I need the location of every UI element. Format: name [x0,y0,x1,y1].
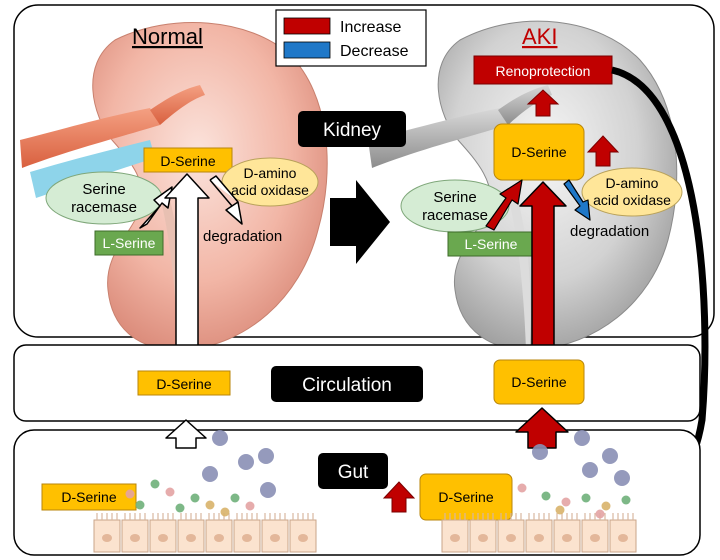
microbe-icon [581,493,591,503]
normal-gut-d-serine-label: D-Serine [61,489,116,505]
renoprotection-box [473,55,613,85]
gut-label: Gut [338,462,369,483]
legend-decrease-label: Decrease [340,43,409,60]
aki-d-serine-label: D-Serine [511,144,566,160]
aki-dserine-to-degradation-arrow [563,179,591,221]
aki-daao-line1: D-amino [606,175,659,191]
microbe-icon [165,487,175,497]
normal-d-serine-label: D-Serine [160,153,215,169]
normal-circulation-d-serine-box [137,370,231,396]
cell-nucleus [102,534,112,542]
cell-nucleus [270,534,280,542]
cell-nucleus [186,534,196,542]
cell-nucleus [618,534,628,542]
normal-serine-racemase-ellipse [45,171,163,225]
legend-decrease-swatch [283,41,331,59]
normal-daao-line1: D-amino [244,165,297,181]
microbe-icon [260,482,276,498]
microbe-icon [230,493,240,503]
microbe-icon [150,479,160,489]
microbe-icon [202,466,218,482]
aki-circulation-to-kidney-arrow [519,181,567,356]
gut-label-box [318,453,388,489]
aki-daao-ellipse [581,167,683,217]
kidney-label-box [298,111,406,147]
aki-d-serine-box [493,123,585,181]
cell-nucleus [298,534,308,542]
cell-nucleus [478,534,488,542]
aki-title: AKI [522,24,557,49]
cell-nucleus [214,534,224,542]
microbe-icon [220,507,230,517]
circulation-label-box [271,366,423,402]
microbe-icon [238,454,254,470]
microbe-icon [517,483,527,493]
aki-degradation-label: degradation [570,223,649,240]
microbe-icon [125,489,135,499]
microbe-icon [574,430,590,446]
aki-daao-line2: acid oxidase [593,192,671,208]
gut-epithelium-illustration [93,430,637,553]
aki-racemase-to-dserine-arrow [485,179,523,231]
aki-circulation-d-serine-box [493,359,585,405]
cell-nucleus [506,534,516,542]
aki-l-serine-box [447,231,535,257]
normal-circulation-d-serine-label: D-Serine [156,376,211,392]
cell-nucleus [242,534,252,542]
microbe-icon [190,493,200,503]
aki-circulation-d-serine-label: D-Serine [511,374,566,390]
cell-nucleus [450,534,460,542]
aki-serine-racemase-line2: racemase [422,207,488,224]
normal-serine-racemase-line2: racemase [71,199,137,216]
aki-serine-racemase-line1: Serine [433,189,476,206]
normal-to-aki-arrow [330,180,390,264]
microbe-icon [601,501,611,511]
aki-gut-d-serine-label: D-Serine [438,489,493,505]
normal-dserine-to-degradation-arrow [209,175,243,225]
aki-dserine-increase-arrow [586,135,620,167]
microbe-icon [582,462,598,478]
renoprotection-label: Renoprotection [496,63,591,79]
normal-gut-d-serine-box [41,483,137,511]
microbe-icon [175,503,185,513]
legend-increase-swatch [283,17,331,35]
normal-gut-to-circulation-arrow [165,419,207,449]
microbe-icon [555,505,565,515]
microbe-icon [614,470,630,486]
microbe-icon [621,495,631,505]
microbe-icon [258,448,274,464]
cell-nucleus [590,534,600,542]
microbe-icon [602,448,618,464]
normal-circulation-to-kidney-arrow [164,173,210,356]
normal-l-serine-label: L-Serine [103,235,156,251]
kidney-label: Kidney [323,120,382,141]
cell-nucleus [534,534,544,542]
microbe-icon [212,430,228,446]
microbe-icon [135,500,145,510]
normal-l-serine-box [94,230,164,256]
legend: Increase Decrease [275,9,427,67]
normal-serine-racemase-line1: Serine [82,181,125,198]
normal-daao-line2: acid oxidase [231,182,309,198]
microbe-icon [561,497,571,507]
aki-gut-to-circulation-arrow [515,407,569,449]
cell-nucleus [562,534,572,542]
renoprotection-increase-arrow [526,89,560,117]
cell-nucleus [158,534,168,542]
microbe-icon [541,491,551,501]
normal-d-serine-box [143,147,233,173]
legend-increase-label: Increase [340,19,401,36]
circulation-label: Circulation [302,375,392,396]
normal-degradation-label: degradation [203,228,282,245]
aki-l-serine-label: L-Serine [465,236,518,252]
microbe-icon [595,509,605,519]
microbe-icon [205,500,215,510]
microbe-icon [532,444,548,460]
cell-nucleus [130,534,140,542]
normal-title: Normal [132,24,203,49]
microbe-icon [245,501,255,511]
gut-increase-arrow [382,481,416,513]
